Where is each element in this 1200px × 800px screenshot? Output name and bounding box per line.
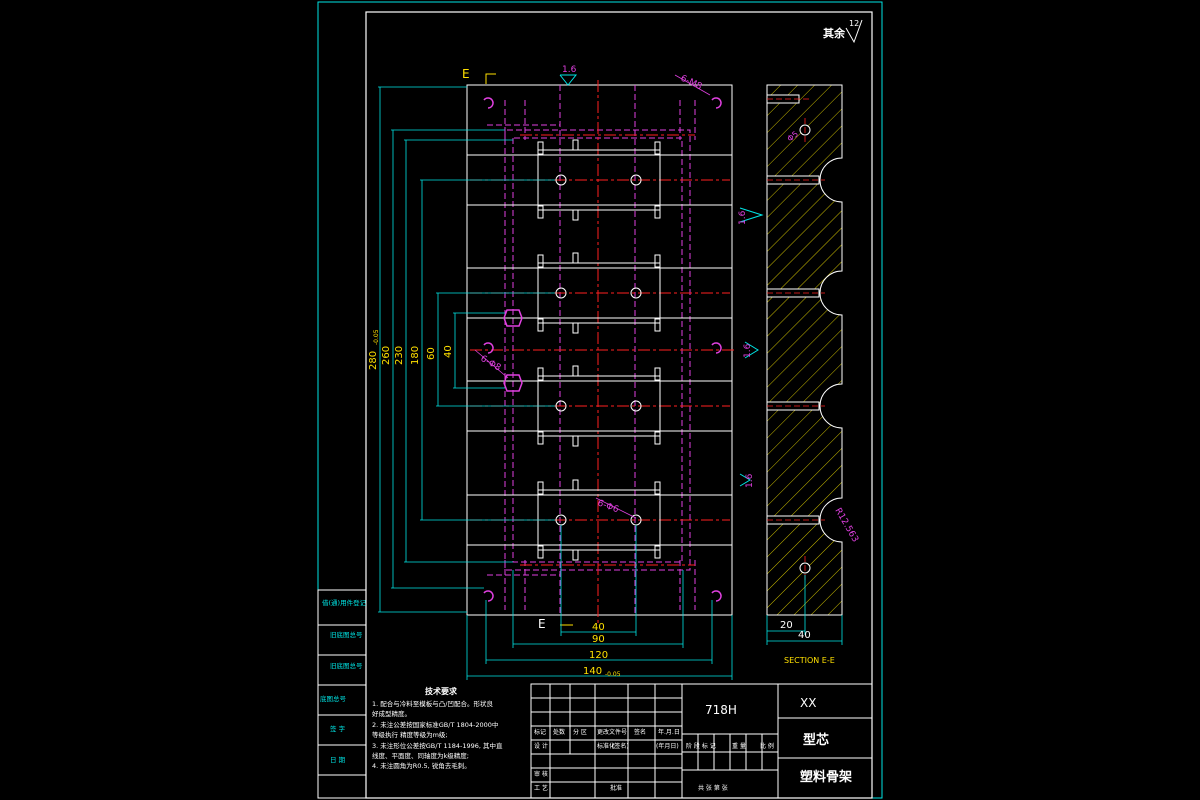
dim-h-140: 140 (583, 666, 602, 677)
svg-text:线度、平面度、同轴度为k级精度;: 线度、平面度、同轴度为k级精度; (372, 751, 469, 760)
svg-text:签名: 签名 (634, 728, 646, 736)
svg-text:标准化: 标准化 (597, 742, 615, 750)
dim-280: 280 (368, 351, 379, 370)
dim-h-120: 120 (589, 650, 608, 661)
svg-text:E: E (462, 67, 470, 81)
svg-text:底图总号: 底图总号 (320, 694, 347, 703)
svg-text:借(通)用件登记: 借(通)用件登记 (322, 598, 367, 607)
title-block: 标记 处数 分 区 更改文件号 签名 年.月.日 设 计 标准化 (签名) (年… (530, 683, 873, 799)
svg-text:(签名): (签名) (612, 742, 629, 750)
svg-text:1.6: 1.6 (745, 473, 755, 488)
left-record-strip: 借(通)用件登记 旧底图总号 旧底图总号 底图总号 签 字 日 期 (317, 589, 367, 799)
svg-text:签 字: 签 字 (330, 724, 346, 733)
dim-h-40: 40 (592, 622, 605, 633)
svg-text:共 张 第 张: 共 张 第 张 (698, 784, 728, 792)
svg-text:1.6: 1.6 (743, 343, 753, 358)
dim-260: 260 (381, 346, 392, 365)
svg-text:阶 段 标 记: 阶 段 标 记 (686, 742, 716, 750)
svg-text:比 例: 比 例 (760, 742, 774, 750)
svg-text:4. 未注圆角为R0.5, 锐角去毛刺。: 4. 未注圆角为R0.5, 锐角去毛刺。 (372, 761, 471, 770)
project-name: 塑料骨架 (800, 769, 852, 785)
svg-text:40: 40 (798, 630, 811, 641)
section-mark-bottom: E (538, 617, 573, 631)
svg-text:标记: 标记 (534, 728, 546, 736)
dimensions: 280 -0.05 260 230 180 60 40 40 90 120 14… (368, 86, 733, 680)
svg-text:20: 20 (780, 620, 793, 631)
svg-text:日 期: 日 期 (330, 756, 346, 764)
svg-text:重 量: 重 量 (732, 742, 746, 750)
company-label: XX (800, 696, 816, 710)
svg-text:更改文件号: 更改文件号 (597, 728, 627, 736)
tech-notes: 技术要求 1. 配合与冷料至模板与凸/凹配合。形状良 好成型精度。 2. 未注公… (372, 686, 503, 770)
svg-text:分 区: 分 区 (573, 728, 587, 736)
svg-text:年.月.日: 年.月.日 (658, 728, 680, 736)
dim-230: 230 (394, 346, 405, 365)
part-name: 型芯 (803, 732, 829, 748)
svg-text:处数: 处数 (553, 728, 565, 736)
svg-text:工 艺: 工 艺 (534, 784, 548, 792)
plate-main-view: 6-M8 6-Φ8 6-Φ6 1.6 1.6 1.6 1.6 E E (462, 65, 764, 631)
dim-40: 40 (443, 345, 454, 358)
svg-text:好成型精度。: 好成型精度。 (372, 709, 411, 718)
svg-text:1. 配合与冷料至模板与凸/凹配合。形状良: 1. 配合与冷料至模板与凸/凹配合。形状良 (372, 699, 493, 708)
svg-text:(年月日): (年月日) (656, 742, 679, 750)
svg-text:其余: 其余 (823, 26, 846, 40)
svg-text:2. 未注公差按国家标准GB/T 1804-2000中: 2. 未注公差按国家标准GB/T 1804-2000中 (372, 720, 498, 729)
svg-text:批准: 批准 (610, 784, 622, 792)
dim-h-140-tol: -0.05 (605, 671, 621, 678)
svg-text:旧底图总号: 旧底图总号 (330, 661, 363, 670)
svg-text:旧底图总号: 旧底图总号 (330, 630, 363, 639)
svg-text:等级执行 精度等级为m级;: 等级执行 精度等级为m级; (372, 730, 448, 739)
svg-text:3. 未注形位公差按GB/T 1184-1996, 其中直: 3. 未注形位公差按GB/T 1184-1996, 其中直 (372, 741, 503, 750)
dim-280-tol: -0.05 (373, 329, 380, 345)
dim-180: 180 (410, 346, 421, 365)
svg-text:审 核: 审 核 (534, 770, 548, 778)
section-e-e-view: Φ5 R12.563 20 40 SECTION E-E (766, 84, 860, 665)
svg-text:E: E (538, 617, 546, 631)
svg-text:12: 12 (849, 19, 859, 28)
svg-text:技术要求: 技术要求 (425, 686, 458, 696)
section-title: SECTION E-E (784, 656, 835, 665)
svg-text:1.6: 1.6 (562, 65, 577, 75)
dim-h-90: 90 (592, 634, 605, 645)
svg-text:设 计: 设 计 (534, 742, 548, 750)
svg-text:1.6: 1.6 (738, 210, 748, 225)
roughness-symbol: 其余 12 (823, 19, 863, 44)
material-label: 718H (705, 703, 737, 717)
section-mark-top: E (462, 67, 496, 84)
dim-60: 60 (426, 347, 437, 360)
